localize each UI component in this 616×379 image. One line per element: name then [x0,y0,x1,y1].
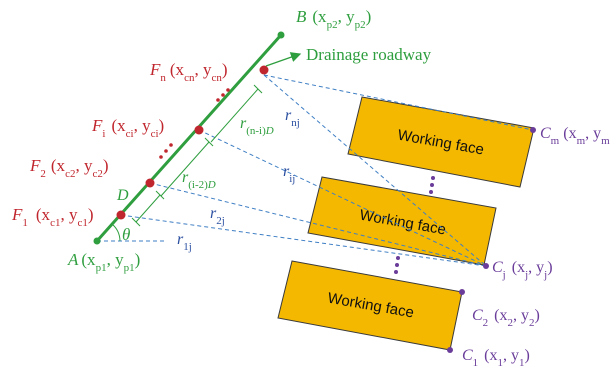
label-F2: F2(xc2, yc2) [29,156,109,180]
point-A [93,237,101,245]
point-Fn [259,65,269,75]
roadway-ellipsis-upper [216,88,230,102]
spacing-tick-3 [204,137,214,147]
face-ellipsis-bottom [394,256,400,274]
spacing-i2 [160,141,210,197]
drainage-roadway-line [95,34,283,242]
label-C1: C1(x1, y1) [462,347,530,369]
point-C1 [447,347,453,353]
label-spacing-D: D [116,187,129,204]
point-Cm [530,127,536,133]
working-face-bottom: Working face [277,260,463,351]
label-r2j: r2j [210,205,225,227]
label-Fn: Fn(xcn, ycn) [149,60,228,84]
line-fi-cj [198,129,487,267]
label-C2: C2(x2, y2) [472,307,540,329]
spacing-ni [210,88,259,143]
spacing-tick-4 [253,84,263,94]
point-C2 [459,289,465,295]
line-f2-cj [149,182,487,267]
distance-lines [120,74,534,267]
point-F1 [116,210,126,220]
face-ellipsis-top [429,176,435,194]
label-B: B(xp2, yp2) [296,7,371,31]
angle-arc [111,223,121,242]
spacing-tick-2 [155,190,165,200]
label-Cj: Cj(xj, yj) [492,259,553,281]
label-Fi: Fi(xci, yci) [91,116,164,140]
label-F1: F1(xc1, yc1) [11,205,94,229]
label-rij: rij [283,163,295,185]
point-Cj [483,263,489,269]
line-f1-cj [120,214,487,267]
label-rnj: rnj [285,107,300,129]
label-theta: θ [122,225,130,244]
point-B [277,31,285,39]
drainage-roadway-label: Drainage roadway [306,45,432,64]
spacing-tick-1 [131,217,141,227]
roadway-arrow [265,52,302,67]
working-face-middle: Working face [307,176,497,266]
label-r-i2-D: r(i-2)D [182,169,216,191]
label-r1j: r1j [177,231,192,253]
point-Fi [194,125,204,135]
roadway-ellipsis-lower [159,143,173,159]
working-face-top: Working face [347,96,535,188]
line-fn-cm [263,74,534,131]
spacing-d [135,194,161,223]
label-r-ni-D: r(n-i)D [240,115,274,137]
point-F2 [145,178,155,188]
label-Cm: Cm(xm, ym [540,125,610,147]
spacing-bars [131,84,263,227]
label-A: A(xp1, yp1) [67,250,140,274]
